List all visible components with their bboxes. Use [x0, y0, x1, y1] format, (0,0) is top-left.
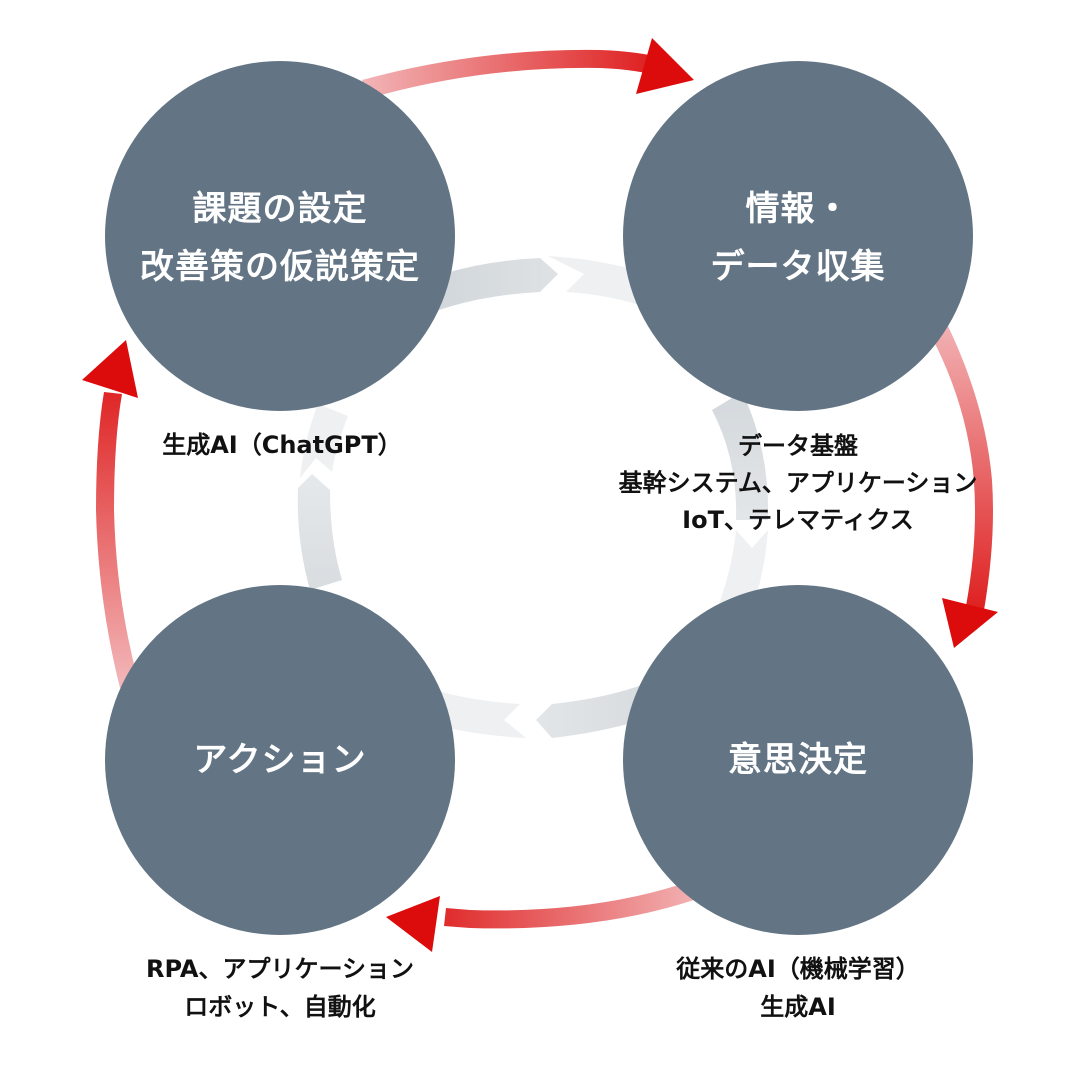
- arrow-up-icon: [82, 340, 138, 398]
- node-label-line: アクション: [193, 740, 367, 780]
- tools-decision-making: 従来のAI（機械学習） 生成AI: [676, 950, 920, 1026]
- outer-arrows: [82, 38, 998, 952]
- tool-label-line: 基幹システム、アプリケーション: [618, 469, 978, 497]
- tools-issue-setting: 生成AI（ChatGPT）: [162, 426, 402, 464]
- tools-action: RPA、アプリケーション ロボット、自動化: [146, 950, 414, 1026]
- inner-ring-segment-left: [297, 474, 342, 590]
- node-decision-making: [623, 585, 973, 935]
- arrow-shaft-bottom: [444, 880, 700, 929]
- node-label-line: 意思決定: [728, 740, 868, 780]
- node-label-line: 情報・: [745, 189, 851, 229]
- node-action: [105, 585, 455, 935]
- tool-label-line: 生成AI: [760, 993, 836, 1021]
- tools-data-collection: データ基盤 基幹システム、アプリケーション IoT、テレマティクス: [619, 428, 978, 539]
- node-label-line: 改善策の仮説策定: [140, 247, 420, 287]
- arrow-down-icon: [942, 598, 998, 648]
- inner-ring-chevron-left: [300, 404, 348, 478]
- node-label-line: データ収集: [710, 247, 886, 287]
- tool-label-line: データ基盤: [738, 432, 858, 460]
- tool-label-line: ロボット、自動化: [184, 993, 376, 1021]
- node-label-line: 課題の設定: [192, 189, 368, 229]
- tool-label-line: IoT、テレマティクス: [682, 506, 914, 534]
- tool-label-line: RPA、アプリケーション: [146, 955, 414, 983]
- node-label-issue-setting: 課題の設定 改善策の仮説策定: [140, 180, 420, 296]
- arrow-right-icon: [636, 38, 694, 94]
- arrow-shaft-top: [362, 49, 655, 98]
- tool-label-line: 生成AI（ChatGPT）: [162, 431, 402, 459]
- arrow-shaft-right: [928, 318, 993, 610]
- node-issue-setting: [105, 61, 455, 411]
- node-label-action: アクション: [193, 731, 366, 789]
- inner-ring-segment-right: [712, 392, 769, 520]
- tool-label-line: 従来のAI（機械学習）: [676, 955, 920, 983]
- node-label-data-collection: 情報・ データ収集: [711, 180, 886, 296]
- node-label-decision-making: 意思決定: [728, 731, 868, 789]
- node-data-collection: [623, 61, 973, 411]
- arrow-shaft-left: [96, 392, 138, 688]
- arrow-left-icon: [386, 896, 440, 952]
